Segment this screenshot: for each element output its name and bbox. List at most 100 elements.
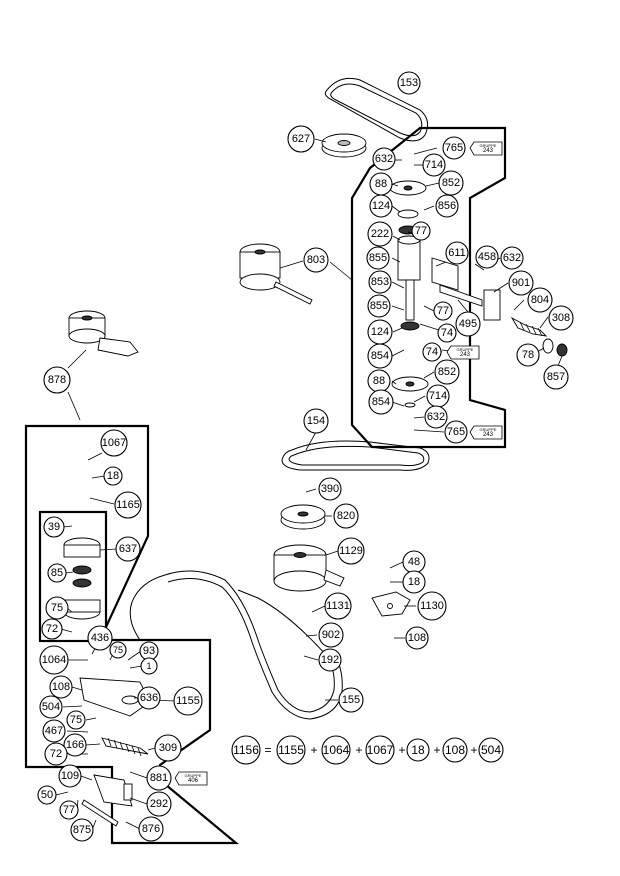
callout-label: 390 bbox=[321, 483, 339, 495]
callout-label: 153 bbox=[400, 77, 418, 89]
callout-circle bbox=[103, 466, 123, 486]
callout-circle bbox=[337, 537, 365, 565]
callout-label: 436 bbox=[91, 632, 109, 644]
callout-label: 902 bbox=[322, 629, 340, 641]
callout-circle bbox=[109, 641, 127, 659]
tag-number: 406 bbox=[188, 778, 199, 784]
callout-label: 878 bbox=[48, 374, 66, 386]
callout-881: 881 bbox=[146, 765, 172, 791]
callout-72: 72 bbox=[41, 618, 63, 640]
callout-109: 109 bbox=[58, 764, 82, 788]
callout-label: 77 bbox=[63, 804, 75, 816]
callout-124: 124 bbox=[369, 194, 393, 218]
callout-circle bbox=[39, 695, 63, 719]
callout-48: 48 bbox=[402, 550, 426, 574]
callout-circle bbox=[543, 364, 569, 390]
callout-circle bbox=[87, 625, 113, 651]
callout-label: 1064 bbox=[42, 654, 66, 666]
callout-label: 852 bbox=[442, 177, 460, 189]
callout-label: 875 bbox=[73, 824, 91, 836]
callout-label: 611 bbox=[448, 247, 466, 259]
tag-top: GRUPPE bbox=[457, 347, 474, 352]
callout-circle bbox=[455, 311, 481, 337]
callout-label: 108 bbox=[52, 681, 70, 693]
callout-circle bbox=[434, 359, 460, 385]
formula-equals: = bbox=[264, 743, 271, 757]
callout-878: 878 bbox=[43, 366, 71, 394]
callout-circle bbox=[37, 785, 57, 805]
callout-label: 632 bbox=[375, 153, 393, 165]
callout-circle bbox=[43, 516, 65, 538]
callout-label: 124 bbox=[372, 200, 390, 212]
callout-circle bbox=[372, 147, 396, 171]
callout-label: 192 bbox=[321, 654, 339, 666]
callout-855: 855 bbox=[366, 246, 390, 270]
pulley-820 bbox=[280, 504, 326, 530]
callout-label: 881 bbox=[150, 772, 168, 784]
callout-875: 875 bbox=[70, 818, 94, 842]
callout-label: 124 bbox=[371, 326, 389, 338]
callout-39: 39 bbox=[43, 516, 65, 538]
callout-circle bbox=[41, 618, 63, 640]
callout-circle bbox=[303, 247, 329, 273]
callout-circle bbox=[367, 343, 393, 369]
callout-804: 804 bbox=[527, 287, 553, 313]
callout-label: 876 bbox=[142, 823, 160, 835]
callout-label: 856 bbox=[438, 200, 456, 212]
callout-circle bbox=[49, 675, 73, 699]
callout-1: 1 bbox=[140, 657, 158, 675]
tag-outline bbox=[469, 141, 503, 156]
tag-outline bbox=[174, 771, 208, 786]
callout-854: 854 bbox=[368, 389, 394, 415]
bracket-611 bbox=[431, 257, 501, 321]
callout-label: 309 bbox=[159, 742, 177, 754]
callout-circle bbox=[137, 686, 161, 710]
callout-627: 627 bbox=[287, 125, 315, 153]
callout-765: 765 bbox=[444, 420, 468, 444]
tag-number: 243 bbox=[483, 148, 494, 154]
callout-label: 78 bbox=[522, 349, 534, 361]
callout-458: 458 bbox=[475, 245, 499, 269]
callout-circle bbox=[527, 287, 553, 313]
callout-label: 901 bbox=[512, 277, 530, 289]
callout-circle bbox=[438, 170, 464, 196]
callout-label: 495 bbox=[459, 318, 477, 330]
callout-88: 88 bbox=[367, 369, 391, 393]
callout-1064: 1064 bbox=[39, 645, 69, 675]
callout-label: 458 bbox=[478, 251, 496, 263]
callout-label: 18 bbox=[408, 576, 420, 588]
callout-label: 74 bbox=[441, 327, 453, 339]
callout-72: 72 bbox=[44, 742, 68, 766]
callout-765: 765 bbox=[442, 136, 466, 160]
callout-label: 852 bbox=[438, 366, 456, 378]
callout-circle bbox=[338, 687, 364, 713]
callout-circle bbox=[508, 270, 534, 296]
callout-label: 72 bbox=[50, 748, 62, 760]
callout-label: 857 bbox=[547, 371, 565, 383]
belt-155 bbox=[129, 570, 343, 720]
formula-result: 1156 bbox=[233, 743, 259, 757]
formula-term-1: 1155 bbox=[278, 743, 304, 757]
formula-plus-3: + bbox=[398, 743, 405, 757]
callout-852: 852 bbox=[438, 170, 464, 196]
idler-878 bbox=[68, 310, 139, 357]
callout-circle bbox=[548, 305, 574, 331]
callout-label: 467 bbox=[45, 725, 63, 737]
callout-75: 75 bbox=[66, 710, 86, 730]
callout-label: 154 bbox=[307, 415, 325, 427]
callout-390: 390 bbox=[318, 477, 342, 501]
callout-1165: 1165 bbox=[114, 491, 142, 519]
callout-label: 88 bbox=[375, 178, 387, 190]
callout-636: 636 bbox=[137, 686, 161, 710]
bracket-1130 bbox=[371, 591, 411, 617]
callout-circle bbox=[140, 657, 158, 675]
callout-74: 74 bbox=[437, 323, 457, 343]
callout-93: 93 bbox=[139, 641, 159, 661]
callout-circle bbox=[411, 221, 431, 241]
idler-803 bbox=[239, 243, 313, 305]
callout-circle bbox=[500, 246, 524, 270]
